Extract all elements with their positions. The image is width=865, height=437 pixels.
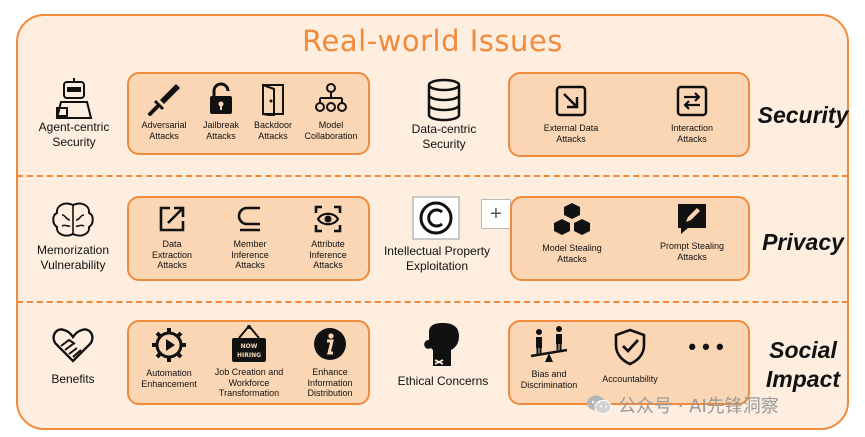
model-stealing-attacks: Model Stealing Attacks	[536, 201, 608, 264]
model-stealing-label: Model Stealing Attacks	[542, 243, 602, 264]
attribute-inference-label: Attribute Inference Attacks	[309, 239, 347, 270]
security-side-label: Security	[757, 102, 849, 128]
attribute-inference-attacks: Attribute Inference Attacks	[292, 203, 364, 271]
ethical-concerns: Ethical Concerns	[388, 322, 498, 389]
cubes-icon	[554, 203, 590, 235]
door-icon	[262, 83, 284, 116]
privacy-attacks-box	[127, 196, 370, 281]
swap-arrows-icon	[676, 85, 708, 117]
svg-text:NOW: NOW	[241, 343, 258, 350]
data-centric-security: Data-centric Security	[396, 78, 492, 152]
agent-attacks-box	[127, 72, 370, 155]
watermark: 公众号 · AI先锋洞察	[586, 392, 779, 418]
bias-label: Bias and Discrimination	[520, 369, 578, 390]
sword-icon	[148, 84, 180, 116]
robot-agent-icon	[55, 78, 93, 119]
member-inference-label: Member Inference Attacks	[231, 239, 269, 270]
interaction-attacks-label: Interaction Attacks	[670, 123, 714, 144]
model-collaboration: Model Collaboration	[299, 82, 363, 141]
enhance-information-distribution: Enhance Information Distribution	[296, 326, 364, 399]
adversarial-attacks: Adversarial Attacks	[133, 82, 195, 141]
automation-enhancement: Automation Enhancement	[136, 326, 202, 389]
network-icon	[315, 83, 347, 112]
copyright-icon	[412, 196, 460, 240]
ip-exploitation-label: Intellectual Property Exploitation	[383, 244, 491, 273]
privacy-side-label: Privacy	[762, 229, 844, 255]
data-extraction-attacks: Data Extraction Attacks	[138, 203, 206, 271]
external-data-attacks: External Data Attacks	[530, 84, 612, 144]
accountability: Accountability	[594, 328, 666, 385]
memorization-label: Memorization Vulnerability	[36, 243, 110, 272]
social-side-label-2: Impact	[765, 366, 841, 392]
jailbreak-attacks: Jailbreak Attacks	[195, 82, 247, 141]
benefits: Benefits	[30, 326, 116, 387]
unlock-icon	[210, 82, 232, 114]
benefits-label: Benefits	[51, 372, 95, 386]
social-side-label-1: Social	[769, 337, 837, 363]
data-centric-label: Data-centric Security	[411, 122, 477, 151]
external-data-attacks-label: External Data Attacks	[543, 123, 599, 144]
accountability-label: Accountability	[602, 374, 658, 384]
diagram-title: Real-world Issues	[302, 24, 563, 58]
model-collaboration-label: Model Collaboration	[304, 120, 358, 141]
jailbreak-attacks-label: Jailbreak Attacks	[202, 120, 240, 141]
bias-and-discrimination: Bias and Discrimination	[516, 326, 582, 390]
ethical-concerns-label: Ethical Concerns	[397, 374, 489, 388]
database-icon	[427, 78, 461, 122]
subset-icon	[237, 206, 260, 232]
brain-icon	[52, 202, 94, 237]
backdoor-attacks: Backdoor Attacks	[247, 82, 299, 141]
eye-scan-icon	[314, 205, 342, 233]
data-attacks-box	[508, 72, 750, 157]
plus-sign: +	[481, 199, 511, 229]
prompt-stealing-label: Prompt Stealing Attacks	[659, 241, 725, 262]
backdoor-attacks-label: Backdoor Attacks	[253, 120, 293, 141]
adversarial-attacks-label: Adversarial Attacks	[141, 120, 187, 141]
member-inference-attacks: Member Inference Attacks	[214, 203, 286, 271]
boxing-glove-icon	[424, 323, 459, 366]
svg-text:HIRING: HIRING	[237, 352, 261, 359]
gear-play-icon	[152, 328, 186, 362]
job-creation: NOW HIRING Job Creation and Workforce Tr…	[210, 324, 288, 399]
import-arrow-icon	[555, 85, 587, 117]
wechat-icon	[587, 395, 612, 414]
balance-people-icon	[530, 326, 568, 362]
external-link-icon	[159, 206, 185, 232]
watermark-text: 公众号 · AI先锋洞察	[618, 396, 779, 417]
interaction-attacks: Interaction Attacks	[656, 84, 728, 144]
shield-check-icon	[614, 328, 646, 366]
intellectual-property-exploitation: Intellectual Property Exploitation	[372, 196, 502, 274]
memorization-vulnerability: Memorization Vulnerability	[26, 201, 120, 273]
automation-label: Automation Enhancement	[141, 368, 197, 389]
row-divider-2	[17, 301, 848, 303]
now-hiring-sign-icon: NOW HIRING	[232, 325, 266, 362]
data-extraction-label: Data Extraction Attacks	[151, 239, 193, 270]
agent-centric-security: Agent-centric Security	[28, 78, 120, 150]
more-items-ellipsis: • • •	[688, 334, 724, 359]
agent-centric-label: Agent-centric Security	[38, 120, 110, 149]
row-divider-1	[17, 175, 848, 177]
heart-handshake-icon	[52, 328, 94, 363]
edit-chat-icon	[678, 204, 706, 234]
prompt-stealing-attacks: Prompt Stealing Attacks	[652, 201, 732, 262]
info-icon	[314, 328, 346, 360]
enhance-info-label: Enhance Information Distribution	[307, 367, 353, 398]
job-creation-label: Job Creation and Workforce Transformatio…	[214, 367, 284, 398]
stealing-attacks-box	[510, 196, 750, 281]
